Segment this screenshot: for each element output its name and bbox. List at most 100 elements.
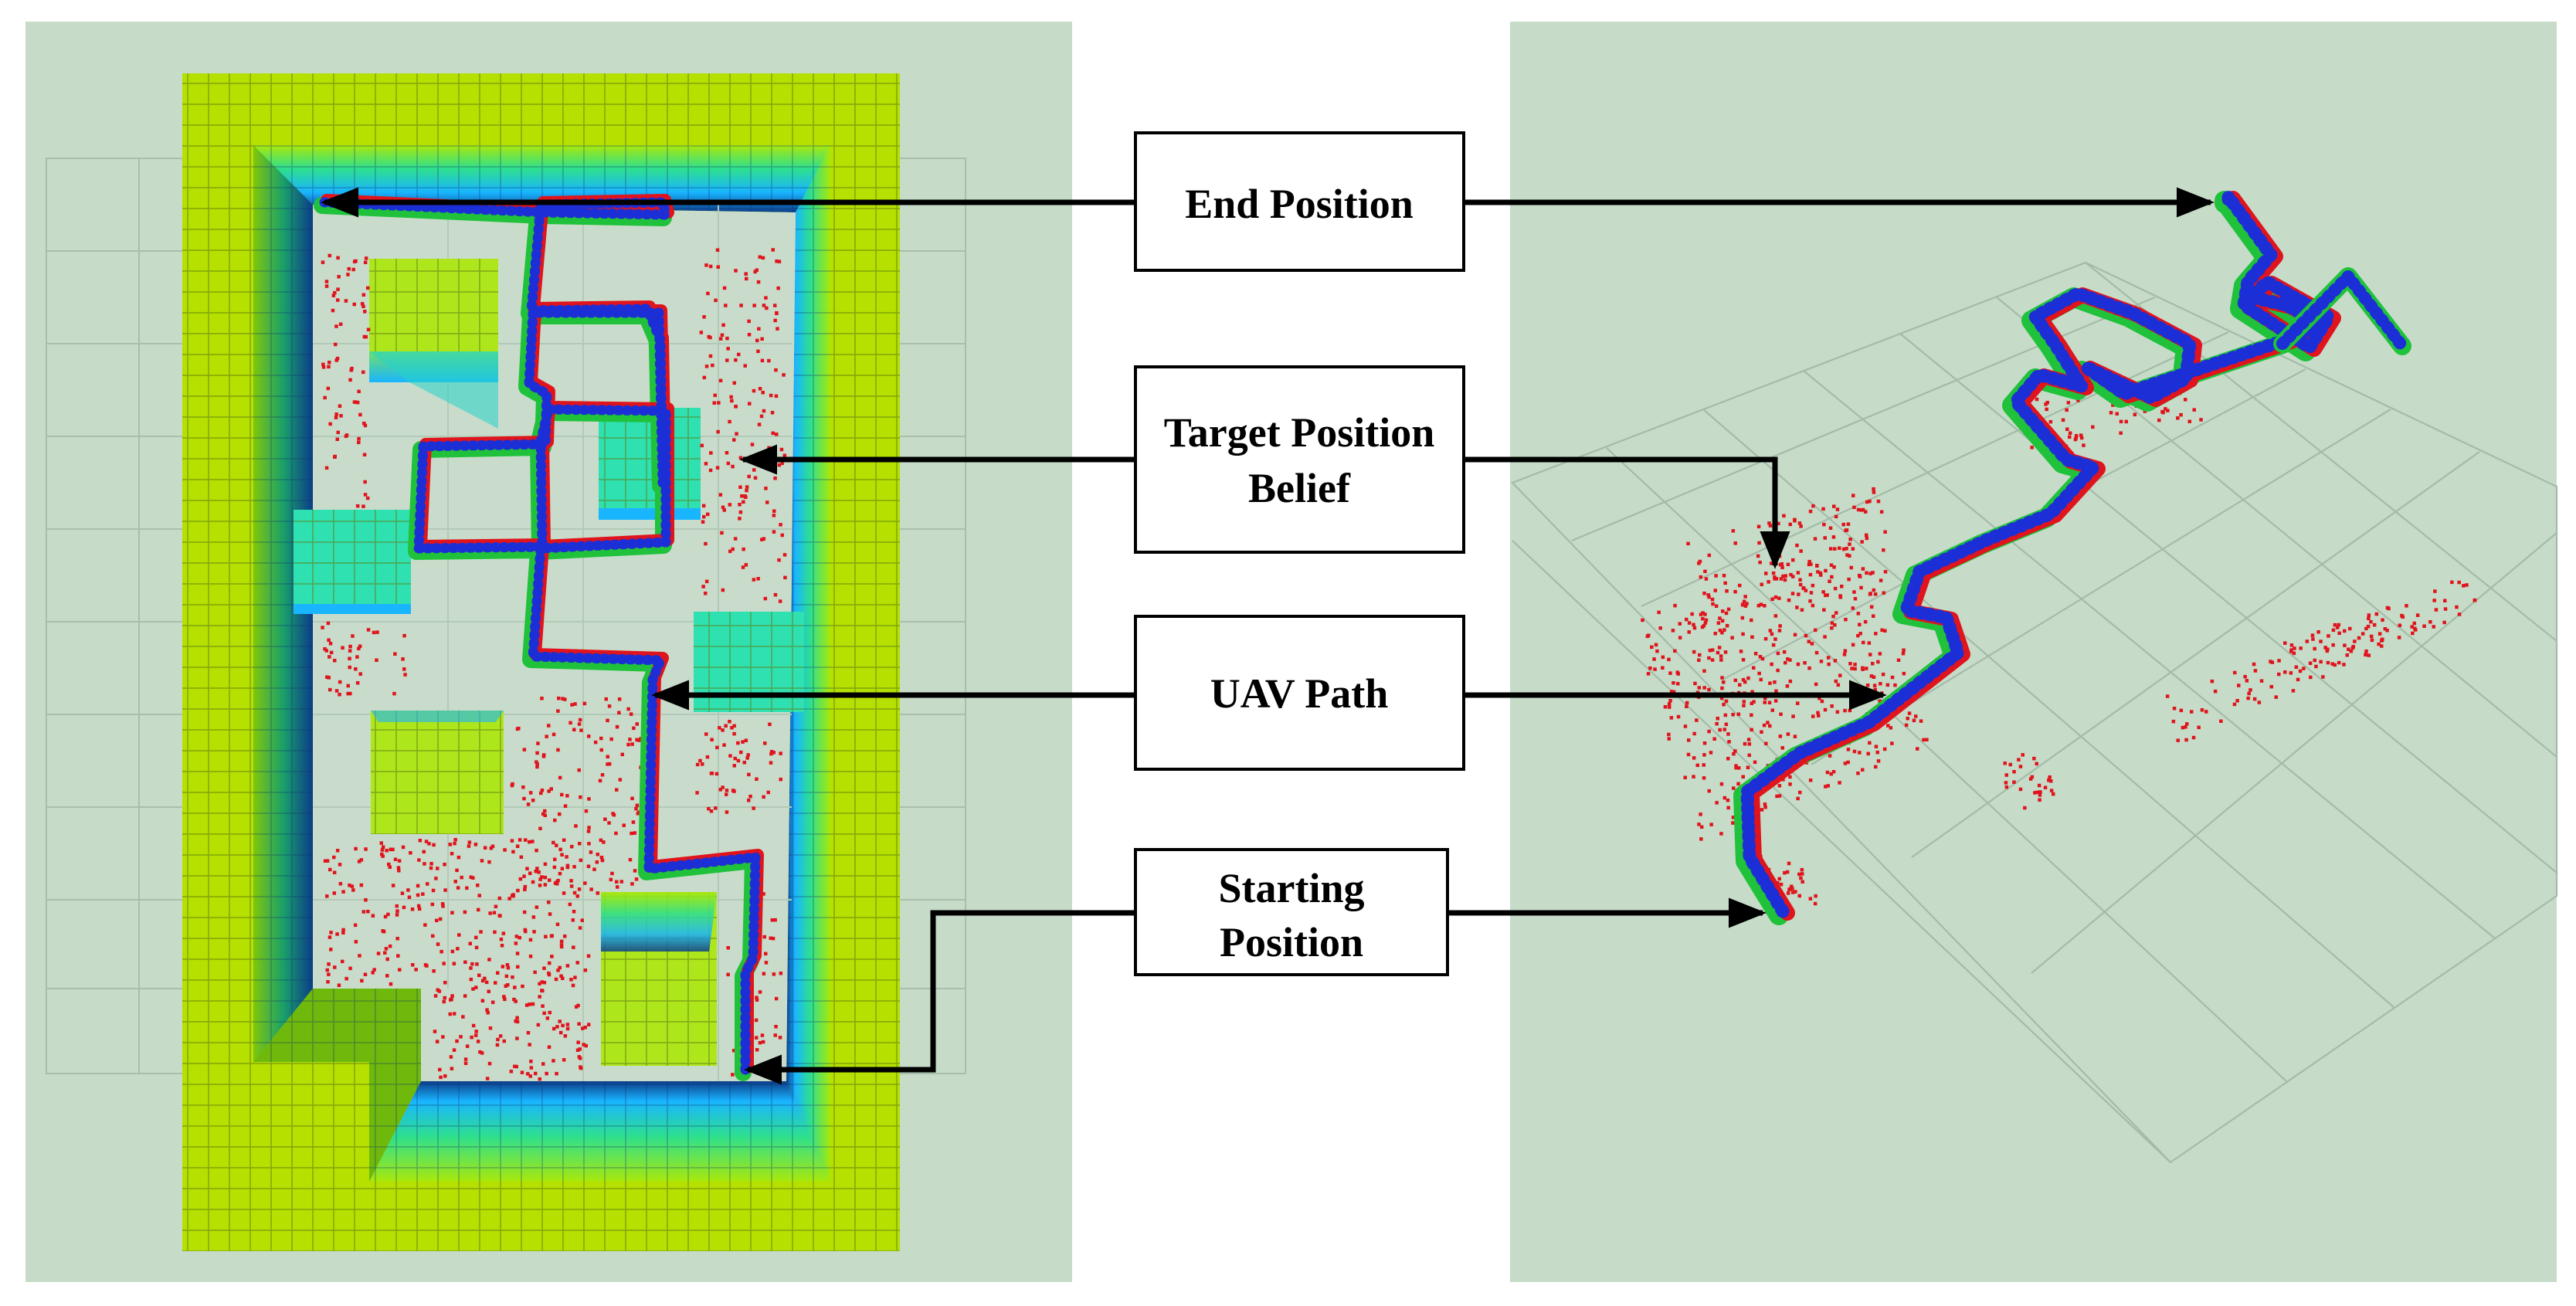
belief-point xyxy=(755,338,759,343)
belief-point xyxy=(1752,666,1756,670)
belief-point xyxy=(393,652,397,656)
belief-point xyxy=(610,871,614,876)
belief-point xyxy=(531,880,535,884)
belief-point xyxy=(487,958,491,962)
belief-point xyxy=(730,726,734,730)
belief-point xyxy=(528,791,533,795)
belief-point xyxy=(2157,418,2161,422)
belief-point xyxy=(477,973,481,978)
belief-point xyxy=(480,979,485,983)
belief-point xyxy=(1807,559,1811,564)
belief-point xyxy=(341,646,344,650)
belief-point xyxy=(1869,605,1874,609)
belief-point xyxy=(1733,541,1737,545)
belief-point xyxy=(718,378,723,382)
belief-point xyxy=(708,468,713,473)
belief-point xyxy=(341,931,345,935)
belief-point xyxy=(716,429,720,434)
belief-point xyxy=(1657,610,1661,615)
belief-point xyxy=(366,286,370,290)
belief-point xyxy=(1725,589,1729,593)
belief-point xyxy=(1726,757,1730,761)
belief-point xyxy=(773,918,777,922)
belief-point xyxy=(721,323,725,327)
belief-point xyxy=(480,1051,484,1055)
belief-point xyxy=(1851,547,1855,551)
belief-point xyxy=(541,755,546,758)
belief-point xyxy=(1746,738,1751,741)
belief-point xyxy=(348,966,352,971)
belief-point xyxy=(1876,759,1881,763)
belief-point xyxy=(1853,597,1858,601)
belief-point xyxy=(1788,775,1792,779)
belief-point xyxy=(714,298,718,303)
belief-point xyxy=(1663,705,1668,709)
belief-point xyxy=(1848,662,1852,666)
belief-point xyxy=(2377,632,2382,636)
belief-point xyxy=(582,1043,585,1046)
belief-point xyxy=(600,773,605,777)
belief-point xyxy=(2450,580,2454,585)
belief-point xyxy=(1737,766,1741,770)
belief-point xyxy=(702,375,707,380)
belief-point xyxy=(436,867,440,870)
belief-point xyxy=(552,840,555,845)
belief-point xyxy=(726,461,731,466)
belief-point xyxy=(607,704,612,708)
belief-point xyxy=(586,864,591,868)
belief-point xyxy=(1702,669,1706,673)
belief-point xyxy=(441,904,445,908)
belief-point xyxy=(2052,792,2055,796)
belief-point xyxy=(725,789,729,792)
belief-point xyxy=(1716,717,1719,721)
belief-point xyxy=(2047,779,2051,782)
belief-point xyxy=(1824,593,1828,598)
belief-point xyxy=(558,812,562,816)
belief-point xyxy=(769,761,773,765)
belief-point xyxy=(2028,777,2033,781)
belief-point xyxy=(1833,547,1837,551)
belief-point xyxy=(1919,719,1923,723)
belief-point xyxy=(463,1061,468,1065)
belief-point xyxy=(1825,593,1829,597)
belief-point xyxy=(504,974,509,979)
belief-point xyxy=(1831,614,1835,619)
belief-point xyxy=(576,1003,580,1008)
belief-point xyxy=(1685,617,1688,622)
belief-point xyxy=(553,857,557,861)
belief-point xyxy=(459,1035,463,1039)
belief-point xyxy=(1746,676,1750,680)
belief-point xyxy=(359,858,364,862)
belief-point xyxy=(559,943,564,947)
belief-point xyxy=(2197,725,2201,730)
belief-point xyxy=(1707,595,1711,599)
belief-point xyxy=(489,846,494,850)
belief-point xyxy=(2283,641,2287,645)
belief-point xyxy=(599,856,604,860)
belief-point xyxy=(2109,411,2113,415)
belief-point xyxy=(1675,670,1679,674)
belief-point xyxy=(1795,543,1799,548)
belief-point xyxy=(733,537,738,541)
belief-point xyxy=(421,892,425,896)
belief-point xyxy=(1720,619,1725,623)
belief-point xyxy=(358,954,361,958)
belief-point xyxy=(391,884,395,887)
belief-point xyxy=(2004,785,2009,789)
belief-point xyxy=(1838,673,1842,677)
belief-point xyxy=(1740,616,1745,620)
belief-point xyxy=(1865,536,1869,541)
belief-point xyxy=(1865,533,1868,538)
belief-point xyxy=(762,795,765,799)
belief-point xyxy=(387,862,391,867)
belief-point xyxy=(514,935,519,938)
belief-point xyxy=(453,841,456,846)
belief-point xyxy=(587,1023,591,1026)
belief-point xyxy=(558,775,562,780)
belief-point xyxy=(755,1048,759,1052)
belief-point xyxy=(1732,751,1736,756)
belief-point xyxy=(2413,626,2417,630)
belief-point xyxy=(774,394,779,399)
belief-point xyxy=(572,890,577,895)
belief-point xyxy=(354,667,358,671)
